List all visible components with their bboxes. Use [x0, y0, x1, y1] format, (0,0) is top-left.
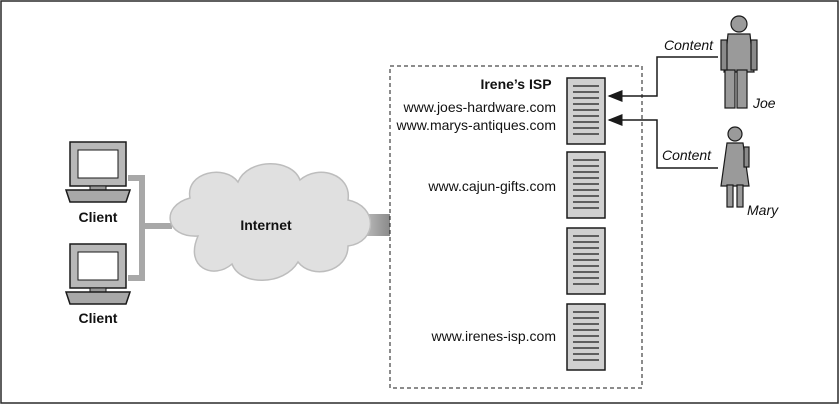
content-arrows	[607, 56, 718, 169]
content-label: Content	[664, 37, 714, 53]
server-icon	[566, 151, 606, 219]
internet-cloud: Internet	[169, 163, 372, 281]
publisher-joe: Joe	[720, 15, 776, 111]
server-site-label: www.marys-antiques.com	[396, 117, 557, 133]
server-site-label: www.irenes-isp.com	[431, 328, 556, 344]
client-label: Client	[79, 310, 118, 326]
publisher-name: Mary	[747, 202, 779, 218]
server-icon	[566, 77, 606, 145]
publisher-name: Joe	[752, 95, 776, 111]
client-computer-1: Client	[64, 141, 132, 225]
isp-title: Irene’s ISP	[480, 76, 551, 92]
client-connectors	[128, 175, 172, 281]
client-computer-2: Client	[64, 243, 132, 326]
cloud-icon	[169, 163, 372, 281]
server-2: www.cajun-gifts.com	[427, 151, 606, 219]
server-3	[566, 227, 606, 295]
server-1: www.joes-hardware.com www.marys-antiques…	[396, 77, 606, 145]
desktop-computer-icon	[64, 243, 132, 305]
server-site-label: www.joes-hardware.com	[403, 99, 557, 115]
isp-boundary	[389, 65, 643, 389]
server-icon	[566, 227, 606, 295]
server-4: www.irenes-isp.com	[431, 303, 606, 371]
content-arrow-mary	[607, 114, 718, 169]
desktop-computer-icon	[64, 141, 132, 203]
server-icon	[566, 303, 606, 371]
woman-icon	[720, 126, 750, 208]
content-label: Content	[662, 147, 712, 163]
server-site-label: www.cajun-gifts.com	[427, 178, 556, 194]
man-icon	[720, 15, 758, 109]
internet-label: Internet	[240, 217, 292, 233]
publisher-mary: Mary	[720, 126, 779, 218]
content-arrow-joe	[607, 56, 718, 102]
client-label: Client	[79, 209, 118, 225]
